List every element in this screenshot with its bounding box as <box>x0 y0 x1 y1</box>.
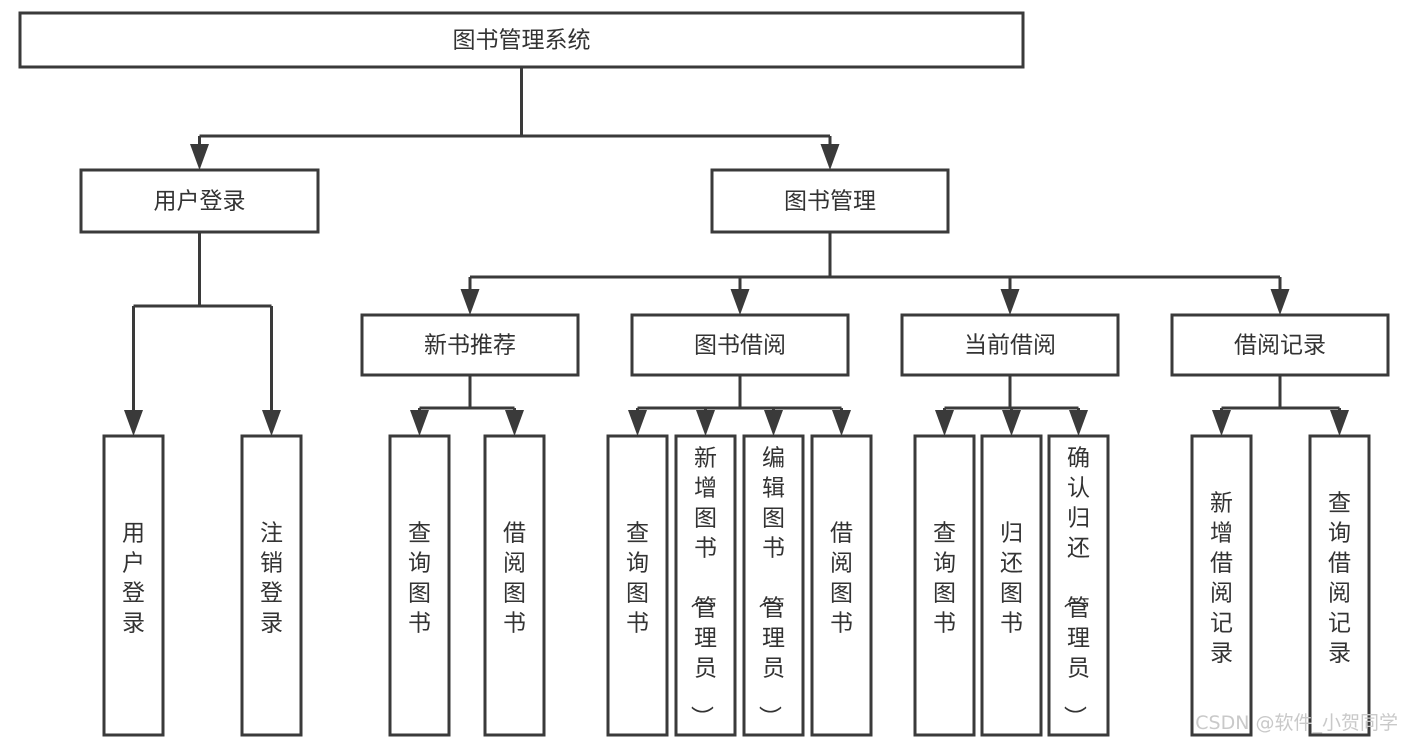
node-leaf-query-book-borrow[interactable]: 查询图书 <box>606 434 669 737</box>
node-box-leaf-query-book-recommend <box>388 434 451 737</box>
arrow-head-icon <box>764 410 783 436</box>
node-box-leaf-borrow-book-recommend <box>483 434 546 737</box>
node-box-borrow-record <box>1170 313 1390 377</box>
node-box-leaf-edit-book <box>742 434 805 737</box>
node-box-leaf-confirm-return <box>1047 434 1110 737</box>
node-leaf-query-borrow-record[interactable]: 查询借阅记录 <box>1308 434 1371 737</box>
node-label-leaf-return-book: 归还图书 <box>1000 521 1023 637</box>
node-label-new-book-recommend: 新书推荐 <box>424 333 516 359</box>
node-label-current-borrow: 当前借阅 <box>964 333 1056 359</box>
node-leaf-query-book-current[interactable]: 查询图书 <box>913 434 976 737</box>
node-user-login[interactable]: 用户登录 <box>79 168 320 234</box>
arrow-head-icon <box>696 410 715 436</box>
node-box-root <box>18 11 1025 69</box>
node-label-leaf-query-book-borrow: 查询图书 <box>626 521 649 637</box>
arrow-head-icon <box>832 410 851 436</box>
node-label-root: 图书管理系统 <box>453 28 591 54</box>
node-leaf-edit-book[interactable]: 编辑图书（管理员） <box>742 434 805 737</box>
node-label-leaf-edit-book: 编辑图书（管理员） <box>756 446 785 729</box>
node-box-leaf-borrow-book <box>810 434 873 737</box>
node-leaf-borrow-book[interactable]: 借阅图书 <box>810 434 873 737</box>
node-label-book-management: 图书管理 <box>784 189 876 215</box>
node-label-leaf-add-borrow-record: 新增借阅记录 <box>1210 491 1233 667</box>
connector-conn-record-split <box>1212 375 1349 436</box>
node-label-leaf-user-login: 用户登录 <box>122 521 145 637</box>
node-layer: 图书管理系统用户登录图书管理新书推荐图书借阅当前借阅借阅记录用户登录注销登录查询… <box>18 11 1390 737</box>
arrow-head-icon <box>1330 410 1349 436</box>
node-label-leaf-query-borrow-record: 查询借阅记录 <box>1328 491 1351 667</box>
node-label-leaf-borrow-book: 借阅图书 <box>830 521 853 637</box>
node-label-leaf-query-book-recommend: 查询图书 <box>408 521 431 637</box>
node-box-leaf-add-book <box>674 434 737 737</box>
node-leaf-user-login[interactable]: 用户登录 <box>102 434 165 737</box>
connector-conn-recommend-split <box>410 375 524 436</box>
node-box-leaf-return-book <box>980 434 1043 737</box>
node-new-book-recommend[interactable]: 新书推荐 <box>360 313 580 377</box>
node-label-book-borrow: 图书借阅 <box>694 333 786 359</box>
node-leaf-confirm-return[interactable]: 确认归还（管理员） <box>1047 434 1110 737</box>
node-borrow-record[interactable]: 借阅记录 <box>1170 313 1390 377</box>
node-root[interactable]: 图书管理系统 <box>18 11 1025 69</box>
arrow-head-icon <box>460 289 480 315</box>
node-box-current-borrow <box>900 313 1120 377</box>
node-leaf-add-book[interactable]: 新增图书（管理员） <box>674 434 737 737</box>
node-leaf-logout[interactable]: 注销登录 <box>240 434 303 737</box>
node-label-leaf-logout: 注销登录 <box>260 521 283 637</box>
node-label-borrow-record: 借阅记录 <box>1234 333 1326 359</box>
arrow-head-icon <box>262 410 281 436</box>
node-box-book-management <box>710 168 950 234</box>
node-label-user-login: 用户登录 <box>154 189 246 215</box>
node-leaf-add-borrow-record[interactable]: 新增借阅记录 <box>1190 434 1253 737</box>
arrow-head-icon <box>1069 410 1088 436</box>
arrow-head-icon <box>730 289 750 315</box>
node-current-borrow[interactable]: 当前借阅 <box>900 313 1120 377</box>
connector-layer <box>124 67 1349 436</box>
node-leaf-borrow-book-recommend[interactable]: 借阅图书 <box>483 434 546 737</box>
arrow-head-icon <box>124 410 143 436</box>
arrow-head-icon <box>820 144 840 170</box>
connector-conn-root-split <box>190 67 840 170</box>
arrow-head-icon <box>1000 289 1020 315</box>
node-label-leaf-borrow-book-recommend: 借阅图书 <box>503 521 526 637</box>
arrow-head-icon <box>628 410 647 436</box>
node-book-borrow[interactable]: 图书借阅 <box>630 313 850 377</box>
node-box-leaf-add-borrow-record <box>1190 434 1253 737</box>
node-box-user-login <box>79 168 320 234</box>
arrow-head-icon <box>935 410 954 436</box>
node-box-leaf-query-book-borrow <box>606 434 669 737</box>
node-label-leaf-confirm-return: 确认归还（管理员） <box>1061 446 1090 729</box>
node-leaf-query-book-recommend[interactable]: 查询图书 <box>388 434 451 737</box>
node-leaf-return-book[interactable]: 归还图书 <box>980 434 1043 737</box>
connector-conn-borrow-split <box>628 375 851 436</box>
node-box-leaf-logout <box>240 434 303 737</box>
arrow-head-icon <box>190 144 209 170</box>
arrow-head-icon <box>1212 410 1231 436</box>
connector-conn-bookmgmt-split <box>460 232 1290 315</box>
node-box-new-book-recommend <box>360 313 580 377</box>
arrow-head-icon <box>1002 410 1021 436</box>
node-book-management[interactable]: 图书管理 <box>710 168 950 234</box>
connector-conn-userlogin-split <box>124 232 281 436</box>
node-box-leaf-query-borrow-record <box>1308 434 1371 737</box>
connector-conn-current-split <box>935 375 1088 436</box>
arrow-head-icon <box>410 410 429 436</box>
csdn-watermark: CSDN @软件_小贺同学 <box>1195 712 1398 734</box>
node-label-leaf-add-book: 新增图书（管理员） <box>688 446 717 729</box>
node-box-leaf-user-login <box>102 434 165 737</box>
node-label-leaf-query-book-current: 查询图书 <box>933 521 956 637</box>
arrow-head-icon <box>1270 289 1290 315</box>
node-box-leaf-query-book-current <box>913 434 976 737</box>
arrow-head-icon <box>505 410 524 436</box>
node-box-book-borrow <box>630 313 850 377</box>
